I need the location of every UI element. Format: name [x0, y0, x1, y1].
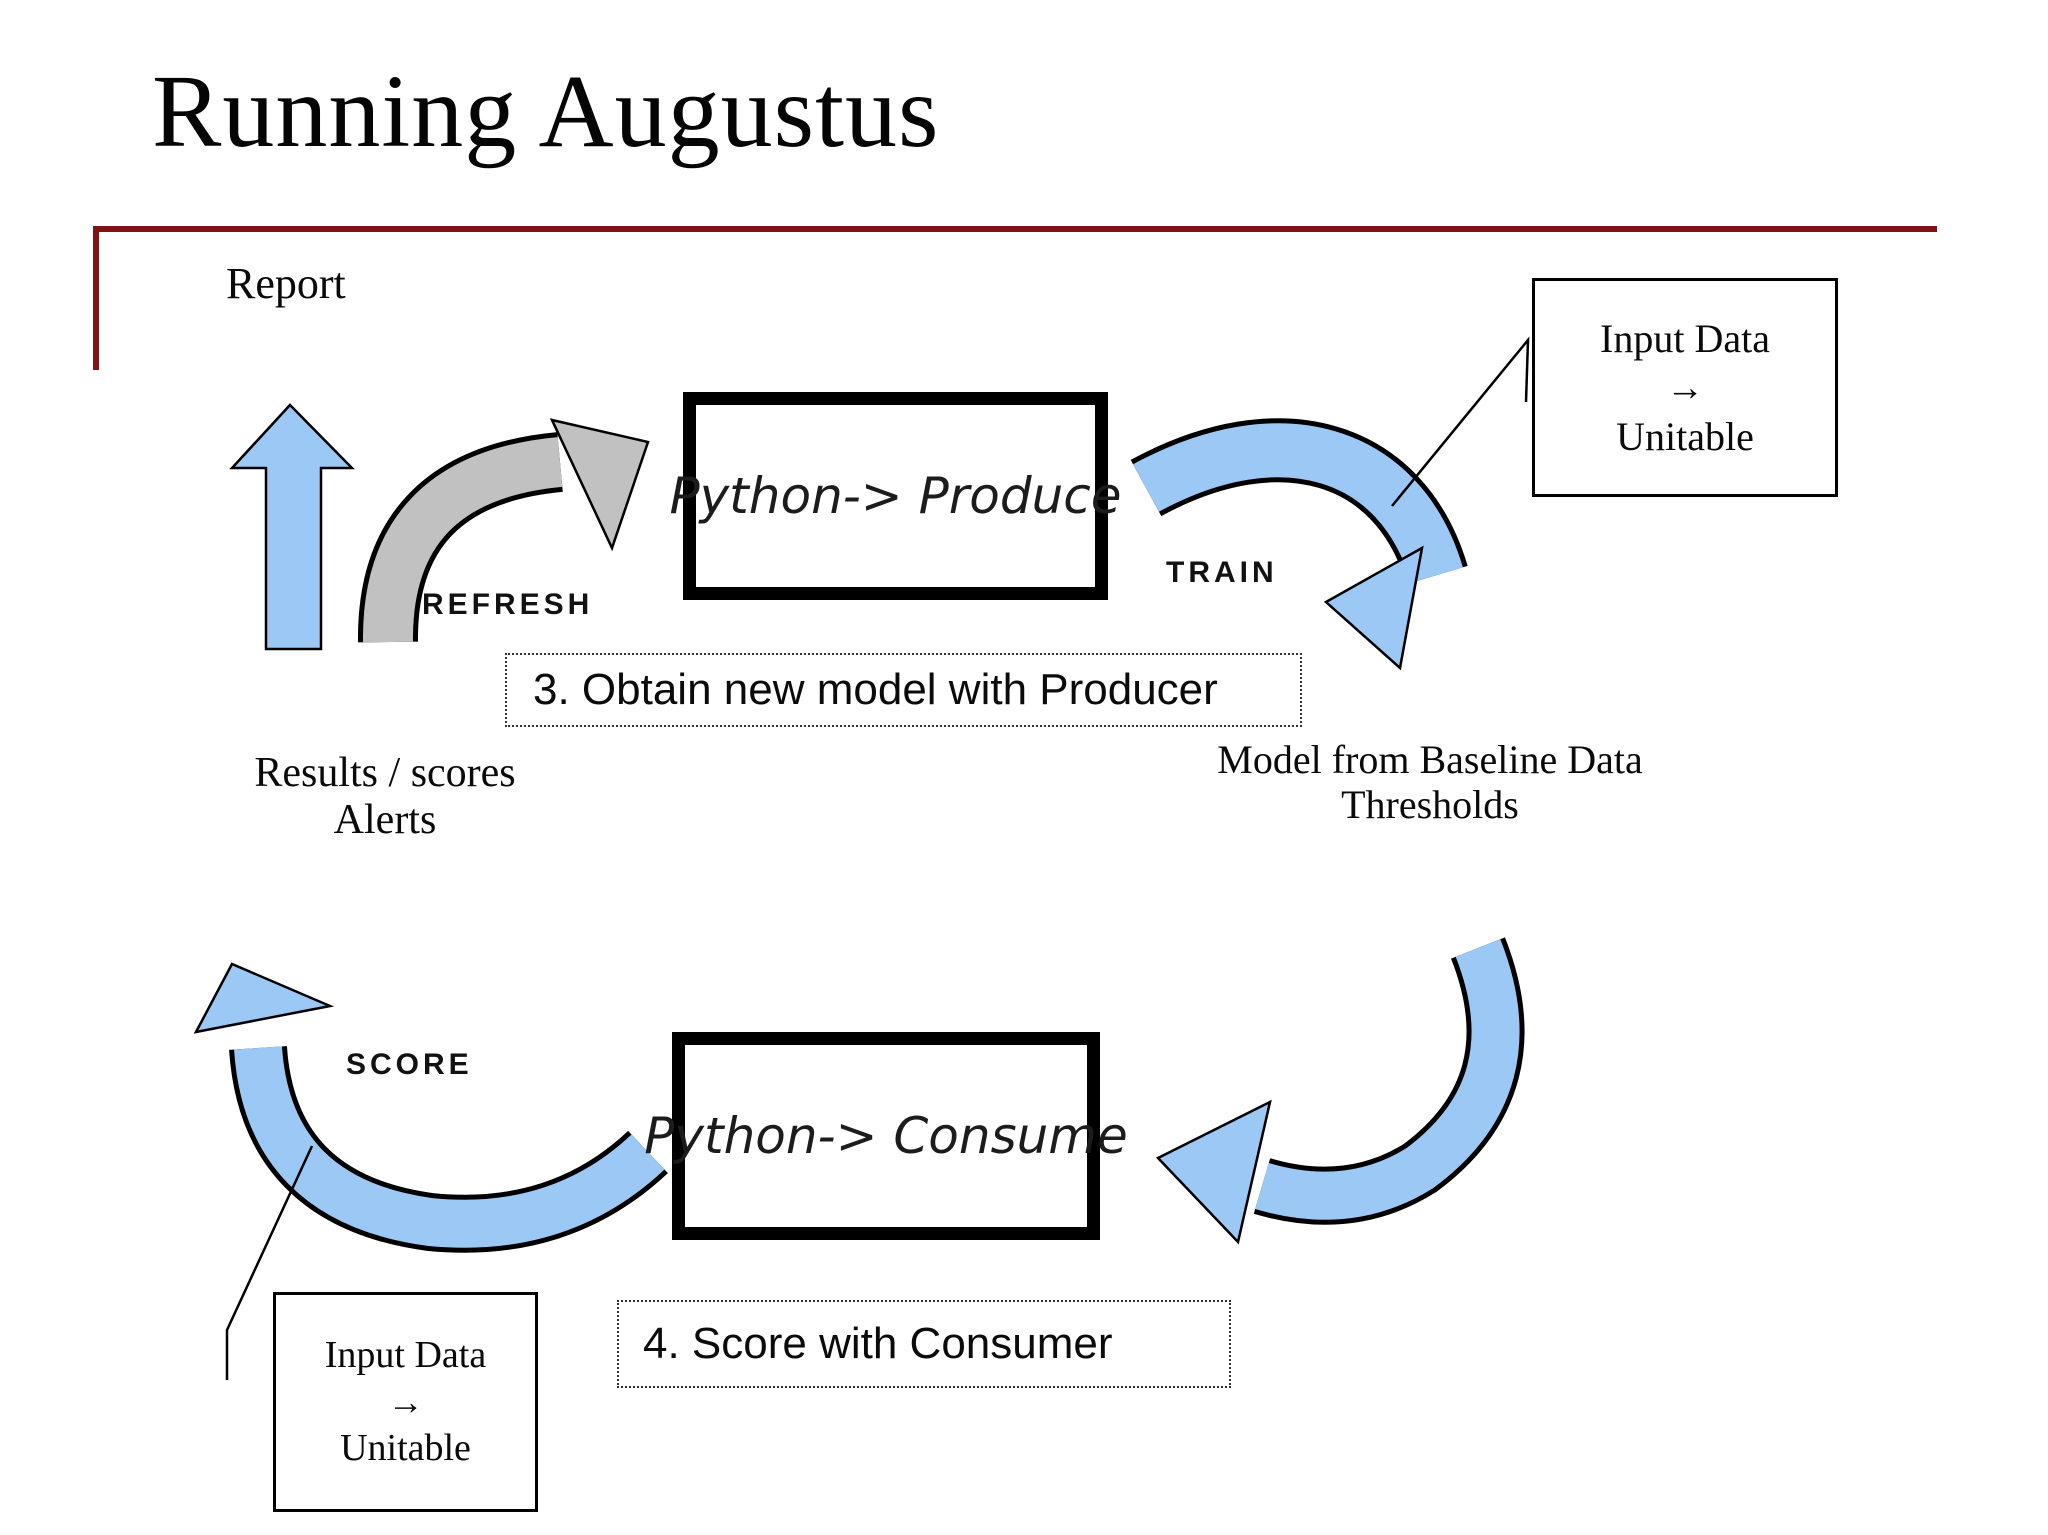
- python-produce-box: Python-> Produce: [669, 392, 1122, 600]
- input-data-box-bottom: Input Data → Unitable: [273, 1292, 538, 1512]
- model-thresholds-label: Model from Baseline Data Thresholds: [1135, 737, 1725, 828]
- input-top-line1: Input Data: [1600, 315, 1770, 361]
- step4-callout-box: 4. Score with Consumer: [617, 1300, 1231, 1388]
- title-side-rule: [93, 226, 99, 370]
- model-line1: Model from Baseline Data: [1217, 737, 1643, 782]
- callout-line-top-icon: [1391, 336, 1530, 507]
- train-label: TRAIN: [1166, 556, 1278, 589]
- train-arrowhead-icon: [1323, 545, 1424, 671]
- step4-text: 4. Score with Consumer: [643, 1319, 1113, 1368]
- model-line2: Thresholds: [1341, 781, 1519, 827]
- python-produce-text: Python-> Produce: [669, 467, 1122, 525]
- refresh-arrowhead-icon: [549, 418, 650, 552]
- report-label: Report: [226, 259, 346, 308]
- refresh-curved-arrow-fill: [362, 437, 563, 643]
- title-underline-rule: [93, 226, 1937, 232]
- results-line2: Alerts: [333, 797, 437, 844]
- python-consume-box: Python-> Consume: [644, 1032, 1128, 1240]
- step3-callout-box: 3. Obtain new model with Producer: [505, 653, 1302, 727]
- results-line1: Results / scores: [254, 750, 516, 796]
- callout-line-bottom-icon: [225, 1145, 314, 1380]
- up-arrow-icon: [229, 403, 355, 651]
- feed-curved-arrow-fill: [1255, 939, 1520, 1220]
- right-arrow-icon: →: [387, 1381, 424, 1422]
- input-data-box-top: Input Data → Unitable: [1532, 278, 1838, 497]
- input-bottom-line1: Input Data: [324, 1333, 487, 1376]
- input-top-line2: Unitable: [1616, 413, 1754, 459]
- results-scores-label: Results / scores Alerts: [210, 750, 560, 844]
- input-bottom-line2: Unitable: [340, 1427, 471, 1470]
- score-arrowhead-icon: [193, 962, 335, 1034]
- page-title: Running Augustus: [152, 54, 940, 169]
- score-label: SCORE: [346, 1048, 473, 1081]
- score-curved-arrow-fill: [234, 1046, 665, 1248]
- refresh-label: REFRESH: [422, 588, 594, 621]
- train-curved-arrow-fill: [1133, 423, 1463, 584]
- python-consume-text: Python-> Consume: [644, 1107, 1128, 1165]
- feed-arrowhead-icon: [1155, 1099, 1272, 1245]
- right-arrow-icon: →: [1666, 366, 1704, 409]
- step3-text: 3. Obtain new model with Producer: [533, 665, 1218, 714]
